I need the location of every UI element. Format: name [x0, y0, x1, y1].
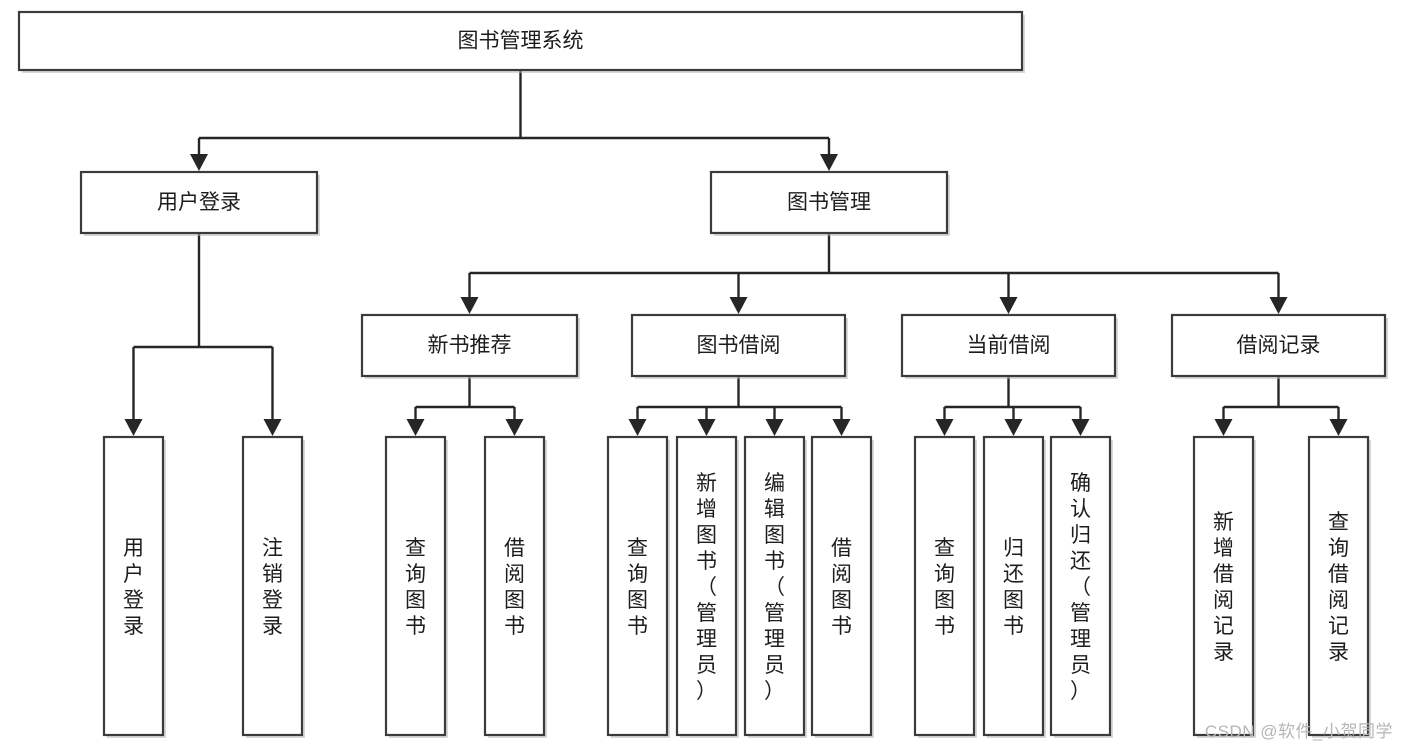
node-label: 确认归还（管理员）	[1070, 472, 1091, 703]
node-label: 编辑图书（管理员）	[764, 472, 785, 703]
connector-arrowhead	[1004, 419, 1023, 436]
node-label: 查询借阅记录	[1328, 511, 1349, 664]
node-root[interactable]: 图书管理系统	[17, 10, 1025, 73]
connector-arrowhead	[1214, 419, 1233, 436]
connector-arrowhead	[697, 419, 716, 436]
node-label: 注销登录	[262, 537, 283, 638]
node-leaf-confirm-return[interactable]: 确认归还（管理员）	[1049, 435, 1113, 738]
node-label: 新增图书（管理员）	[696, 472, 717, 703]
connector-group-user-login	[124, 233, 282, 436]
connector-arrowhead	[124, 419, 143, 436]
connector-arrowhead	[505, 419, 524, 436]
node-label: 新书推荐	[428, 334, 512, 357]
connector-arrowhead	[820, 154, 838, 171]
node-label: 图书管理	[787, 191, 871, 214]
node-book-management[interactable]: 图书管理	[709, 170, 950, 236]
node-leaf-user-logout[interactable]: 注销登录	[241, 435, 305, 738]
node-leaf-add-record[interactable]: 新增借阅记录	[1192, 435, 1256, 738]
node-label: 图书借阅	[697, 334, 781, 357]
node-label: 归还图书	[1003, 537, 1024, 638]
node-layer: 图书管理系统用户登录图书管理新书推荐图书借阅当前借阅借阅记录用户登录注销登录查询…	[17, 10, 1388, 738]
connector-arrowhead	[628, 419, 647, 436]
node-label: 图书管理系统	[458, 30, 584, 53]
connector-group-new-book-recommend	[406, 376, 524, 436]
connector-arrowhead	[1071, 419, 1090, 436]
node-leaf-query-book-1[interactable]: 查询图书	[384, 435, 448, 738]
node-label: 查询图书	[627, 537, 648, 638]
node-label: 借阅图书	[504, 537, 525, 638]
connector-arrowhead	[190, 154, 208, 171]
node-leaf-return-book[interactable]: 归还图书	[982, 435, 1046, 738]
connector-arrowhead	[765, 419, 784, 436]
connector-group-root	[190, 70, 838, 171]
connector-arrowhead	[1329, 419, 1348, 436]
node-leaf-user-login[interactable]: 用户登录	[102, 435, 166, 738]
node-leaf-query-book-3[interactable]: 查询图书	[913, 435, 977, 738]
node-label: 查询图书	[934, 537, 955, 638]
connector-arrowhead	[406, 419, 425, 436]
node-book-borrow[interactable]: 图书借阅	[630, 313, 848, 379]
connector-group-current-borrow	[935, 376, 1090, 436]
node-label: 用户登录	[123, 537, 144, 638]
node-new-book-recommend[interactable]: 新书推荐	[360, 313, 580, 379]
csdn-watermark: CSDN @软件_小贺同学	[1204, 722, 1393, 741]
node-leaf-query-book-2[interactable]: 查询图书	[606, 435, 670, 738]
connector-arrowhead	[999, 297, 1018, 314]
node-current-borrow[interactable]: 当前借阅	[900, 313, 1118, 379]
node-label: 当前借阅	[967, 334, 1051, 357]
connector-arrowhead	[935, 419, 954, 436]
connector-group-borrow-record	[1214, 376, 1348, 436]
node-borrow-record[interactable]: 借阅记录	[1170, 313, 1388, 379]
connector-arrowhead	[460, 297, 479, 314]
node-label: 查询图书	[405, 537, 426, 638]
node-label: 借阅图书	[831, 537, 852, 638]
connector-group-book-borrow	[628, 376, 851, 436]
connector-arrowhead	[729, 297, 748, 314]
connector-group-book-management	[460, 233, 1288, 314]
node-label: 用户登录	[157, 191, 241, 214]
node-leaf-borrow-book-2[interactable]: 借阅图书	[810, 435, 874, 738]
node-leaf-borrow-book-1[interactable]: 借阅图书	[483, 435, 547, 738]
connector-arrowhead	[1269, 297, 1288, 314]
node-label: 新增借阅记录	[1213, 511, 1234, 664]
connector-arrowhead	[832, 419, 851, 436]
node-leaf-add-book[interactable]: 新增图书（管理员）	[675, 435, 739, 738]
connector-layer	[124, 70, 1348, 436]
node-label: 借阅记录	[1237, 334, 1321, 357]
node-leaf-edit-book[interactable]: 编辑图书（管理员）	[743, 435, 807, 738]
connector-arrowhead	[263, 419, 282, 436]
node-leaf-query-record[interactable]: 查询借阅记录	[1307, 435, 1371, 738]
node-user-login[interactable]: 用户登录	[79, 170, 320, 236]
